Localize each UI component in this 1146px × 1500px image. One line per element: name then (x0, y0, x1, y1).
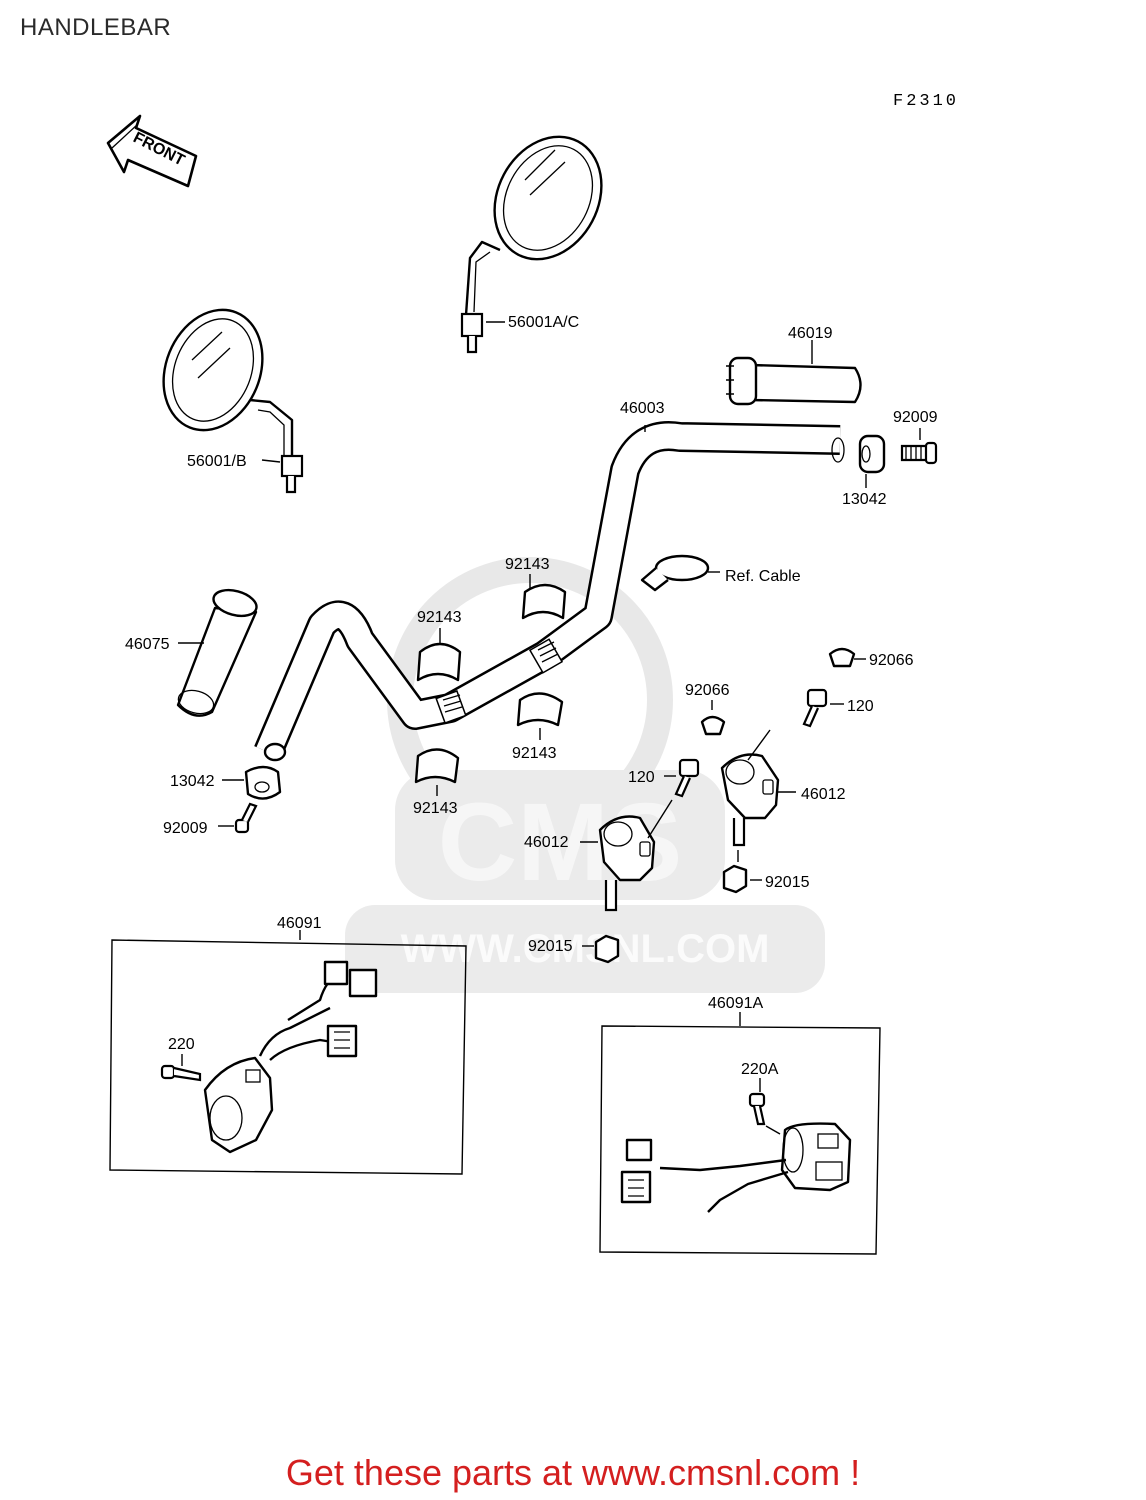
bar-end-right (858, 428, 938, 488)
left-switch-assembly (109, 930, 467, 1175)
mirror-right (460, 135, 603, 354)
label-bolt-right-holder: 120 (847, 698, 874, 715)
page-title: HANDLEBAR (20, 14, 172, 41)
bar-end-left (218, 765, 282, 834)
label-weight-right: 13042 (842, 491, 887, 508)
label-screw-left: 220 (168, 1036, 195, 1053)
mirror-left (162, 308, 304, 494)
label-grip-left: 46075 (125, 636, 170, 653)
handlebar-holders (580, 729, 796, 912)
watermark-url: WWW.CMSNL.COM (401, 927, 770, 971)
label-nut-left: 92015 (528, 938, 573, 955)
front-arrow-icon: FRONT (106, 114, 198, 188)
grip-left (176, 588, 258, 717)
label-throttle-grip: 46019 (788, 325, 833, 342)
holder-bolts (664, 688, 844, 798)
promo-link[interactable]: Get these parts at www.cmsnl.com ! (285, 1452, 861, 1493)
label-weight-left: 13042 (170, 773, 215, 790)
label-bolt-center-holder: 120 (628, 769, 655, 786)
label-holder-right: 46012 (801, 786, 846, 803)
label-damper-a: 92143 (505, 556, 550, 573)
label-bolt-right-end: 92009 (893, 409, 938, 426)
label-damper-c: 92143 (512, 745, 557, 762)
label-cap-center: 92066 (685, 682, 730, 699)
holder-nuts (582, 850, 762, 964)
label-cap-right: 92066 (869, 652, 914, 669)
label-damper-d: 92143 (413, 800, 458, 817)
label-bolt-left-end: 92009 (163, 820, 208, 837)
label-switch-right-box: 46091A (708, 995, 763, 1012)
right-switch-assembly (599, 1012, 881, 1255)
cable-clamp (640, 554, 720, 592)
label-handlebar: 46003 (620, 400, 665, 417)
label-ref-cable: Ref. Cable (725, 568, 801, 585)
throttle-grip (726, 340, 862, 406)
dampers (414, 574, 567, 796)
label-mirror-left: 56001/B (187, 453, 247, 470)
label-switch-left-box: 46091 (277, 915, 322, 932)
handlebar-pipe (254, 421, 845, 762)
label-damper-b: 92143 (417, 609, 462, 626)
label-nut-right: 92015 (765, 874, 810, 891)
label-holder-left: 46012 (524, 834, 569, 851)
label-mirror-right: 56001A/C (508, 314, 579, 331)
figure-code: F2310 (893, 92, 960, 111)
label-screw-right: 220A (741, 1061, 779, 1078)
caps (700, 647, 866, 736)
